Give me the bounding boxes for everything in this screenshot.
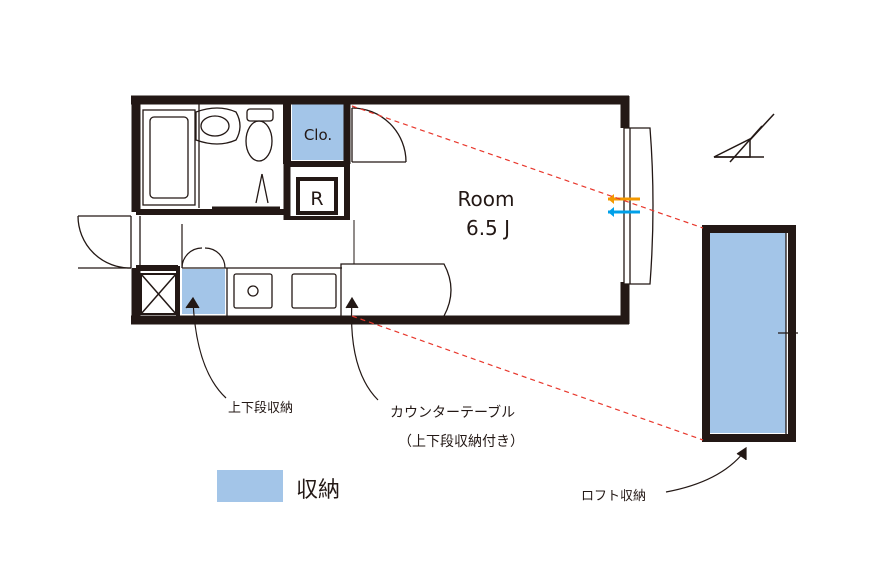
room-size: 6.5 J	[466, 216, 510, 240]
counter-table-note: （上下段収納付き）	[398, 434, 524, 450]
stove-icon	[233, 273, 273, 309]
shower-icon	[255, 173, 269, 204]
north-arrow-icon	[713, 113, 775, 163]
closet-label: Clo.	[304, 126, 332, 144]
counter-table-label: カウンターテーブル	[390, 404, 515, 421]
storage-double-door	[181, 224, 226, 269]
legend-swatch	[217, 470, 283, 502]
loft-storage-area	[710, 233, 786, 433]
entrance-door-swing	[77, 215, 141, 269]
vent-x-icon	[140, 273, 177, 315]
loft-projection-lines	[351, 105, 704, 441]
refrigerator-box	[296, 177, 338, 215]
air-conditioner-icon	[608, 194, 640, 217]
toilet-icon	[245, 108, 274, 162]
sink-icon	[291, 273, 337, 309]
loft-frame	[702, 225, 798, 442]
room-window	[623, 127, 654, 285]
callout-arrows	[185, 296, 747, 493]
closet-storage	[292, 104, 344, 160]
loft-storage-label: ロフト収納	[581, 489, 646, 504]
upper-lower-storage-label: 上下段収納	[228, 401, 293, 416]
legend-label: 収納	[296, 478, 340, 503]
washbasin-icon	[195, 107, 241, 145]
refrigerator-label: R	[310, 188, 323, 210]
closet-door-swing	[351, 107, 407, 163]
interior-walls	[136, 100, 351, 320]
counter-table-shape	[340, 263, 452, 317]
room-name: Room	[458, 187, 515, 211]
outer-walls	[131, 95, 630, 325]
bathtub-icon	[142, 109, 196, 206]
